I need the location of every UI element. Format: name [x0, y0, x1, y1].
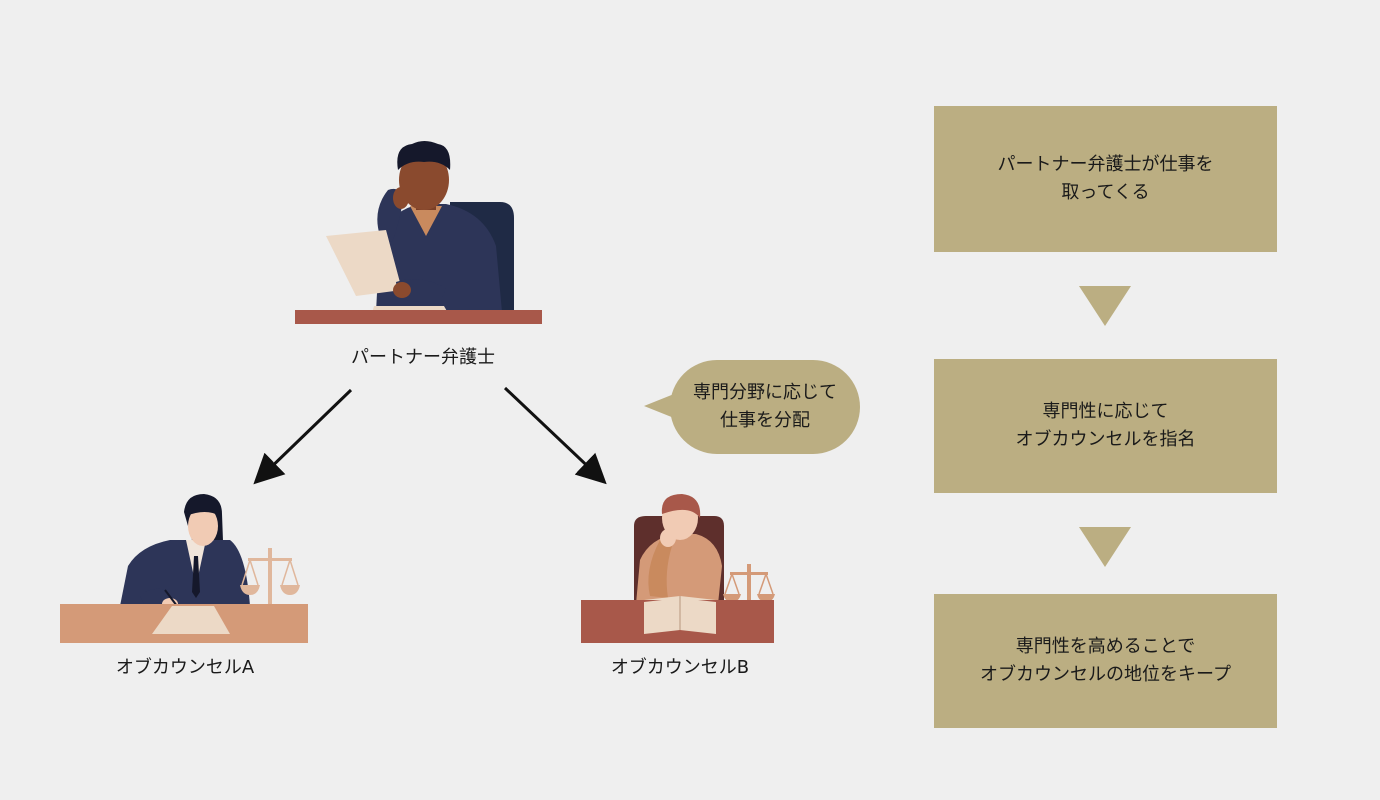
counsel-a-paper-on-desk: [152, 606, 230, 634]
counsel-a-suit: [120, 540, 250, 606]
flow-step-3-line-2: オブカウンセルの地位をキープ: [980, 664, 1231, 685]
partner-front-hand: [393, 282, 411, 298]
counsel-a-head: [188, 506, 218, 546]
flow-step-3: 専門性を高めることで オブカウンセルの地位をキープ: [934, 594, 1277, 728]
counsel-b-arm: [648, 540, 672, 598]
arrow-down-left-icon: [253, 388, 353, 485]
partner-document: [326, 230, 402, 296]
flow-step-2-line-1: 専門性に応じて: [1042, 401, 1169, 422]
flow-step-2: 専門性に応じて オブカウンセルを指名: [934, 359, 1277, 493]
flow-step-1-line-1: パートナー弁護士が仕事を: [997, 154, 1214, 175]
partner-desk: [295, 310, 542, 324]
arrow-down-right-icon: [503, 386, 607, 485]
counsel-a-hair-top: [186, 497, 220, 516]
partner-hand-phone: [393, 187, 409, 209]
partner-hair: [397, 141, 451, 170]
flow-down-triangle-icon: [1079, 286, 1131, 326]
partner-lawyer-illustration: [295, 141, 542, 324]
partner-label: パートナー弁護士: [351, 347, 495, 368]
counsel-b-label: オブカウンセルB: [610, 657, 750, 678]
flow-step-2-line-2: オブカウンセルを指名: [1015, 429, 1196, 450]
counsel-b-illustration: [581, 494, 775, 643]
bubble-line-2: 仕事を分配: [720, 410, 810, 431]
bubble-line-1: 専門分野に応じて: [693, 382, 837, 403]
counsel-b-hand-chin: [660, 529, 676, 547]
flow-down-triangle-icon: [1079, 527, 1131, 567]
counsel-b-hair: [661, 494, 701, 518]
speech-bubble-tail: [644, 394, 674, 418]
flow-step-1-line-2: 取ってくる: [1061, 182, 1150, 203]
flow-step-1: パートナー弁護士が仕事を 取ってくる: [934, 106, 1277, 252]
counsel-a-illustration: [60, 494, 308, 643]
flow-step-3-line-1: 専門性を高めることで: [1015, 636, 1196, 657]
counsel-a-tie: [192, 556, 200, 598]
partner-head: [399, 150, 449, 210]
speech-bubble: 専門分野に応じて 仕事を分配: [670, 360, 860, 454]
partner-shirt: [410, 206, 442, 236]
distribution-arrows: [253, 386, 607, 485]
counsel-a-label: オブカウンセルA: [115, 657, 255, 678]
